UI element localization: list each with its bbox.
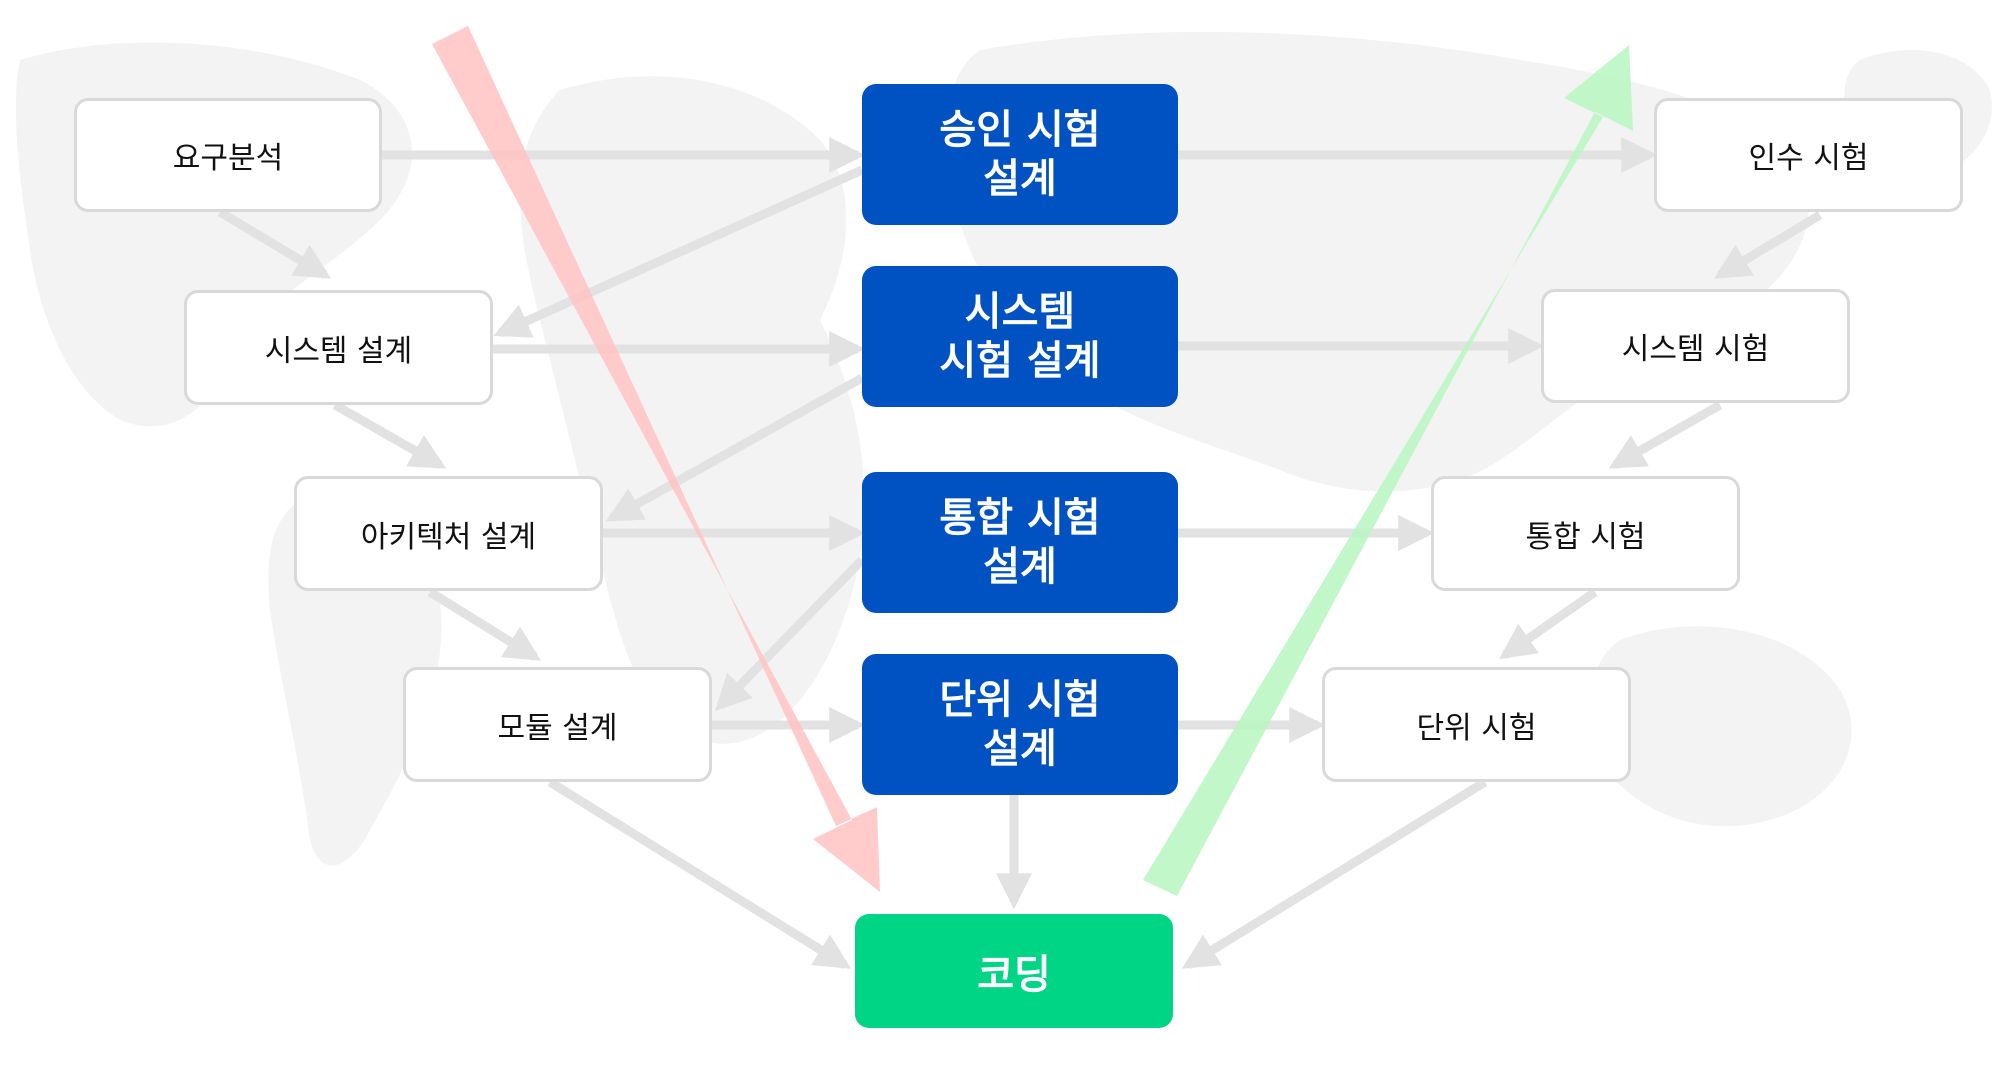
upward-test-arrow bbox=[1143, 45, 1633, 896]
acceptance-test-design-label: 승인 시험 설계 bbox=[939, 106, 1101, 202]
connector-unit-test-to-coding bbox=[1181, 778, 1488, 969]
connector-module-to-coding bbox=[547, 778, 852, 969]
integration-test-label: 통합 시험 bbox=[1525, 519, 1646, 555]
downward-design-arrow bbox=[432, 26, 880, 892]
australia-shape bbox=[1589, 626, 1852, 827]
coding-label: 코딩 bbox=[977, 952, 1051, 998]
integration-test-box: 통합 시험 bbox=[1431, 476, 1740, 591]
unit-test-design-box: 단위 시험 설계 bbox=[862, 654, 1178, 795]
requirements-analysis-box: 요구분석 bbox=[74, 98, 382, 212]
acceptance-test-label: 인수 시험 bbox=[1748, 141, 1869, 176]
connector-system-design-to-architecture bbox=[332, 401, 447, 469]
system-test-label: 시스템 시험 bbox=[1621, 332, 1770, 367]
europe-africa-shape bbox=[520, 76, 865, 744]
requirements-analysis-label: 요구분석 bbox=[172, 141, 284, 176]
integration-test-design-box: 통합 시험 설계 bbox=[862, 472, 1178, 613]
module-design-label: 모듈 설계 bbox=[497, 710, 618, 746]
module-design-box: 모듈 설계 bbox=[403, 667, 712, 782]
connector-acceptance-design-to-system-design bbox=[493, 165, 864, 338]
connector-acceptance-test-to-system-test bbox=[1713, 211, 1823, 279]
unit-test-label: 단위 시험 bbox=[1416, 710, 1537, 746]
unit-test-design-label: 단위 시험 설계 bbox=[939, 676, 1101, 772]
acceptance-test-box: 인수 시험 bbox=[1654, 98, 1963, 212]
system-test-design-label: 시스템 시험 설계 bbox=[939, 288, 1101, 384]
system-design-box: 시스템 설계 bbox=[184, 290, 493, 405]
system-test-box: 시스템 시험 bbox=[1541, 289, 1850, 403]
connector-architecture-to-module bbox=[427, 588, 542, 661]
connector-system-test-design-to-architecture bbox=[605, 374, 865, 522]
system-test-design-box: 시스템 시험 설계 bbox=[862, 266, 1178, 407]
connector-integration-design-to-module bbox=[714, 556, 866, 712]
connector-integration-test-to-unit-test bbox=[1499, 588, 1598, 660]
connector-requirements-to-system-design bbox=[217, 208, 332, 279]
system-design-label: 시스템 설계 bbox=[264, 333, 413, 369]
architecture-design-label: 아키텍처 설계 bbox=[360, 519, 537, 555]
unit-test-box: 단위 시험 bbox=[1322, 667, 1631, 782]
coding-box: 코딩 bbox=[855, 914, 1173, 1028]
connector-system-test-to-integration-test bbox=[1608, 401, 1723, 469]
acceptance-test-design-box: 승인 시험 설계 bbox=[862, 84, 1178, 225]
architecture-design-box: 아키텍처 설계 bbox=[294, 476, 603, 591]
integration-test-design-label: 통합 시험 설계 bbox=[939, 494, 1101, 590]
